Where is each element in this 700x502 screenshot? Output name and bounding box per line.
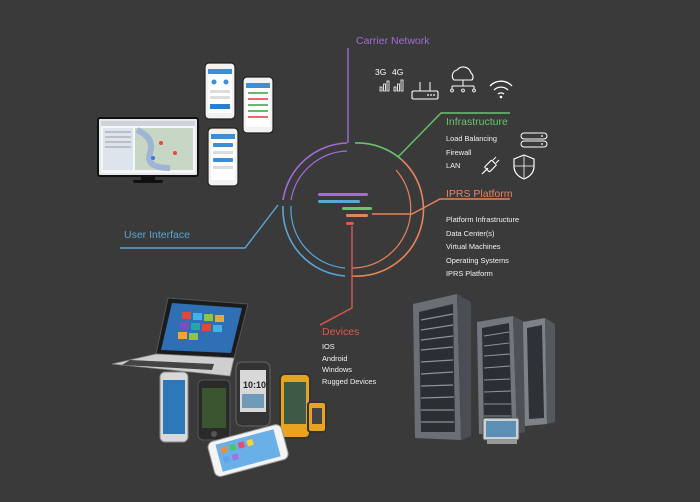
devices-illustration: 10:10: [111, 297, 327, 477]
infrastructure-list: Load Balancing Firewall LAN: [446, 132, 497, 173]
carrier-network-arc: [282, 142, 348, 201]
infrastructure-leader: [397, 112, 510, 158]
desktop-monitor: [97, 117, 199, 183]
smartphone-silver: [159, 371, 189, 443]
phone-clock-text: 10:10: [243, 380, 266, 390]
iprs-platform-item: IPRS Platform: [446, 269, 493, 278]
center-bar-infrastructure: [342, 207, 372, 210]
signal-4g-label: 4G: [392, 67, 403, 77]
infrastructure-item: Firewall: [446, 147, 472, 157]
smartphone-ui-2: [242, 76, 274, 134]
infrastructure-item: LAN: [446, 161, 461, 170]
center-bar-user-interface: [318, 200, 360, 203]
smartphone-white: [207, 424, 289, 477]
devices-item: Windows: [322, 365, 352, 374]
server-racks-illustration: [413, 294, 555, 444]
server-icon: [520, 132, 548, 148]
iprs-platform-item: Data Center(s): [446, 228, 495, 238]
wifi-icon: [487, 76, 515, 100]
carrier-network-inner-arc: [290, 150, 348, 201]
user-interface-inner-arc: [290, 205, 346, 269]
devices-item: Rugged Devices: [322, 376, 377, 386]
rugged-phone-yellow: [279, 373, 327, 439]
devices-list: IOS Android Windows Rugged Devices: [322, 341, 376, 387]
infrastructure-title: Infrastructure: [446, 116, 508, 128]
user-interface-title: User Interface: [124, 229, 190, 241]
smartphone-ui-3: [207, 127, 239, 187]
iprs-platform-inner-arc: [351, 169, 412, 269]
user-interface-devices-illustration: [97, 62, 274, 187]
devices-item: Android: [322, 353, 348, 363]
iprs-platform-item: Operating Systems: [446, 255, 509, 265]
server-rack-left: [413, 294, 471, 440]
iprs-platform-list: Platform Infrastructure Data Center(s) V…: [446, 213, 519, 281]
user-interface-leader: [120, 204, 279, 249]
user-interface-arc: [282, 205, 346, 277]
network-cable-icon: [478, 156, 500, 178]
center-bar-devices: [346, 222, 354, 225]
laptop: [111, 297, 249, 377]
iprs-platform-arc: [351, 159, 425, 277]
signal-bars-icon: 3G 4G: [374, 66, 410, 96]
smartphone-ui-1: [204, 62, 236, 120]
rugged-phone-clock: 10:10: [235, 361, 271, 427]
router-icon: [411, 80, 439, 102]
infrastructure-arc: [354, 142, 403, 161]
center-bar-iprs: [346, 214, 368, 217]
devices-title: Devices: [322, 326, 360, 338]
shield-icon: [512, 153, 536, 181]
iprs-platform-leader: [372, 198, 510, 215]
monitor-terminal: [482, 417, 520, 444]
server-rack-right: [523, 318, 555, 426]
carrier-network-title: Carrier Network: [356, 35, 430, 47]
devices-item: IOS: [322, 342, 335, 351]
rugged-phone-black: [197, 379, 231, 441]
iprs-platform-item: Virtual Machines: [446, 242, 501, 251]
center-bar-carrier: [318, 193, 368, 196]
infrastructure-item: Load Balancing: [446, 134, 497, 143]
server-rack-middle: [477, 316, 525, 434]
iprs-platform-item: Platform Infrastructure: [446, 215, 520, 224]
cloud-icon: [446, 64, 480, 94]
iprs-platform-title: IPRS Platform: [446, 188, 513, 200]
devices-leader: [319, 226, 353, 326]
signal-3g-label: 3G: [375, 67, 386, 77]
